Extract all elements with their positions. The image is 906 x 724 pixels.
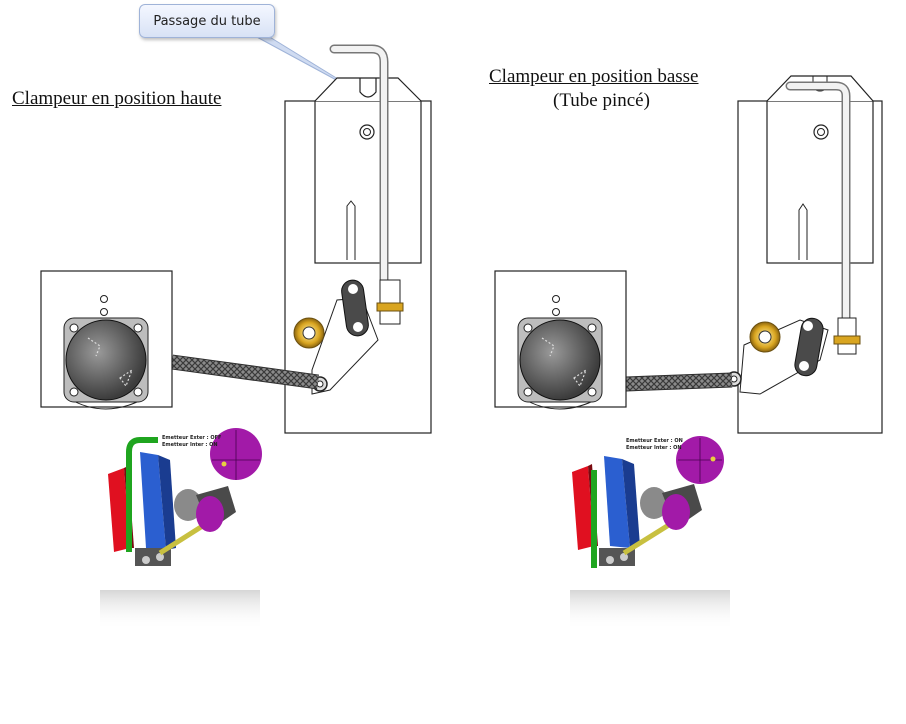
left-assembly xyxy=(40,44,432,434)
left-caption: Clampeur en position haute xyxy=(12,88,222,109)
left-3d-render: Emetteur Exter : OFF Emetteur Inter : ON xyxy=(100,428,262,630)
right-caption-line1: Clampeur en position basse xyxy=(489,66,699,87)
right-indicator-line2: Emetteur Inter : ON xyxy=(626,445,682,451)
tube-passage-callout: Passage du tube xyxy=(139,4,275,38)
callout-label: Passage du tube xyxy=(153,13,261,29)
right-assembly xyxy=(494,75,883,434)
left-indicator-line1: Emetteur Exter : OFF xyxy=(162,435,221,441)
right-indicator-line1: Emetteur Exter : ON xyxy=(626,438,683,444)
right-3d-render: Emetteur Exter : ON Emetteur Inter : ON xyxy=(570,436,730,630)
left-indicator-line2: Emetteur Inter : ON xyxy=(162,442,218,448)
right-caption-line2: (Tube pincé) xyxy=(553,90,650,111)
